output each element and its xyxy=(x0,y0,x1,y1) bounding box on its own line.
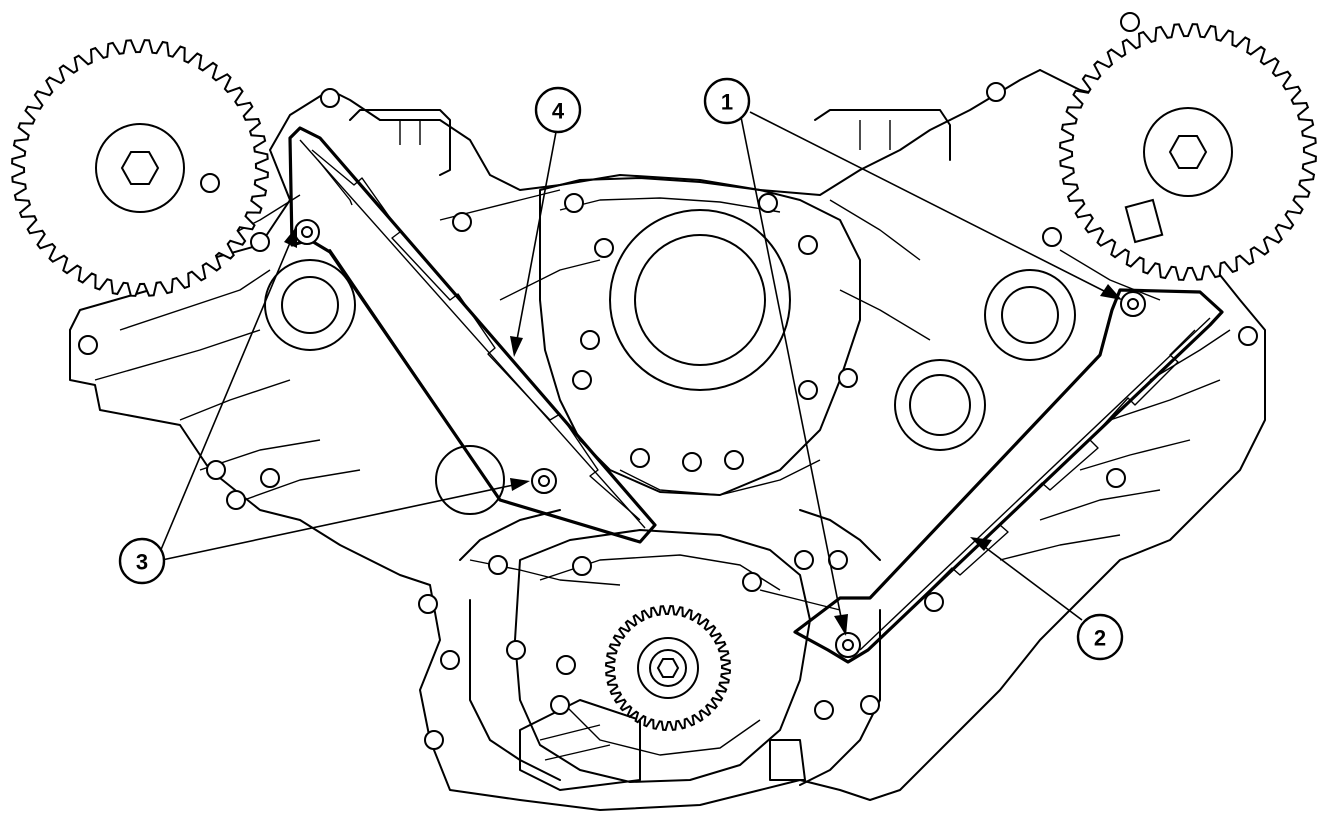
bolt-hole xyxy=(1042,227,1062,247)
right-cam-key xyxy=(1124,198,1164,244)
bolt-hole xyxy=(320,88,340,108)
bolt-hole xyxy=(556,655,576,675)
crank-bolt xyxy=(637,637,699,699)
bolt-hole xyxy=(1120,12,1140,32)
bolt-hole xyxy=(630,448,650,468)
bolt-hole xyxy=(564,193,584,213)
bolt-hole xyxy=(250,232,270,252)
bolt-hole xyxy=(594,238,614,258)
callout-4-label: 4 xyxy=(552,99,565,124)
bolt-hole xyxy=(452,212,472,232)
bolt-hole xyxy=(226,490,246,510)
callout-3: 3 xyxy=(118,537,166,585)
right-timing-chain-guide xyxy=(793,288,1224,664)
bolt-hole xyxy=(758,193,778,213)
callout-1: 1 xyxy=(703,77,751,125)
bolt-hole xyxy=(260,468,280,488)
bolt-hole xyxy=(828,550,848,570)
bolt-hole xyxy=(860,695,880,715)
bolt-hole xyxy=(580,330,600,350)
bolt-hole xyxy=(798,380,818,400)
callout-3-label: 3 xyxy=(136,550,148,575)
bolt-hole xyxy=(924,592,944,612)
bolt-hole xyxy=(424,730,444,750)
bolt-hole xyxy=(798,235,818,255)
callout-2-label: 2 xyxy=(1094,626,1106,651)
bolt-hole xyxy=(572,556,592,576)
bolt-hole xyxy=(418,594,438,614)
bolt-hole xyxy=(814,700,834,720)
callout-1-label: 1 xyxy=(721,90,733,115)
left-cam-bolt xyxy=(95,123,185,213)
bolt-hole xyxy=(200,173,220,193)
sprockets-group xyxy=(11,23,1317,297)
callout-2: 2 xyxy=(1076,613,1124,661)
bolt-hole xyxy=(1106,468,1126,488)
bolt-hole xyxy=(506,640,526,660)
pivot-bolts xyxy=(294,219,1146,658)
bolt-hole xyxy=(206,460,226,480)
cylinder-bores xyxy=(264,209,1076,515)
bolt-hole xyxy=(550,695,570,715)
bolt-hole xyxy=(724,450,744,470)
right-cam-bolt xyxy=(1143,107,1233,197)
callout-4: 4 xyxy=(534,86,582,134)
bolt-hole xyxy=(1238,326,1258,346)
bolt-hole xyxy=(794,550,814,570)
leader-lines xyxy=(159,111,1122,636)
bolt-hole xyxy=(986,82,1006,102)
bolt-hole xyxy=(838,368,858,388)
bolt-hole xyxy=(742,572,762,592)
bolt-hole xyxy=(572,370,592,390)
bolt-hole xyxy=(78,335,98,355)
bolt-hole xyxy=(440,650,460,670)
bolt-holes xyxy=(78,12,1258,750)
bolt-hole xyxy=(488,555,508,575)
bolt-hole xyxy=(682,452,702,472)
